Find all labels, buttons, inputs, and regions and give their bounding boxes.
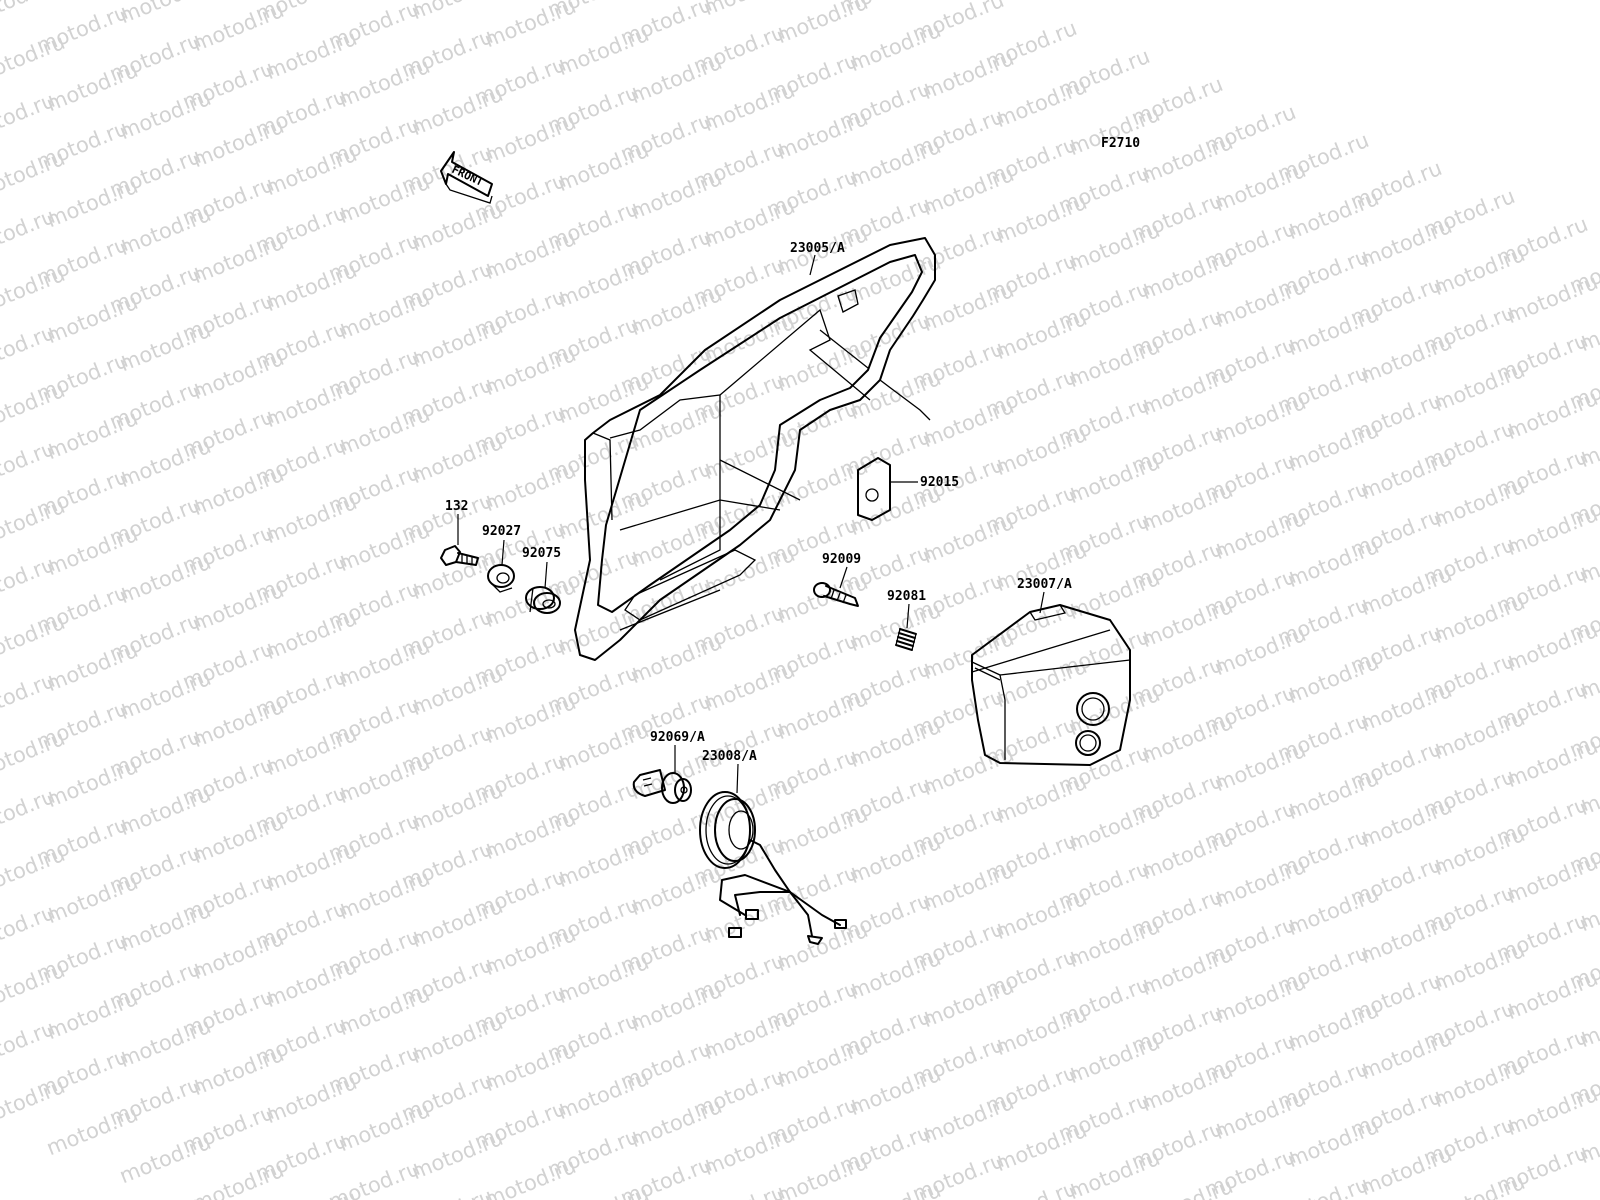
spring-icon — [895, 628, 917, 651]
screw-icon — [813, 582, 859, 607]
label-132: 132 — [445, 499, 468, 514]
label-23008: 23008/A — [702, 749, 757, 764]
leader-92027 — [501, 539, 505, 566]
socket-harness-icon — [699, 791, 847, 945]
leader-92009 — [839, 566, 848, 589]
leader-23007 — [1039, 591, 1045, 614]
bulb-icon — [632, 769, 692, 804]
label-92027: 92027 — [482, 524, 521, 539]
collar-icon — [487, 564, 515, 593]
leader-92075 — [544, 561, 548, 589]
label-92069: 92069/A — [650, 730, 705, 745]
label-92015: 92015 — [920, 475, 959, 490]
label-92081: 92081 — [887, 589, 926, 604]
leader-92081 — [906, 603, 910, 629]
label-23007: 23007/A — [1017, 577, 1072, 592]
front-arrow-icon: FRONT — [440, 151, 493, 204]
figure-code: F2710 — [1101, 136, 1140, 151]
leader-23005 — [809, 254, 816, 276]
bolt-icon — [440, 545, 479, 566]
leader-23008 — [736, 763, 739, 794]
damper-icon — [525, 586, 561, 614]
label-92009: 92009 — [822, 552, 861, 567]
side-cover-icon — [574, 237, 936, 661]
label-23005: 23005/A — [790, 241, 845, 256]
grommet-plate-icon — [857, 457, 891, 521]
label-92075: 92075 — [522, 546, 561, 561]
lamp-housing-icon — [971, 604, 1131, 766]
